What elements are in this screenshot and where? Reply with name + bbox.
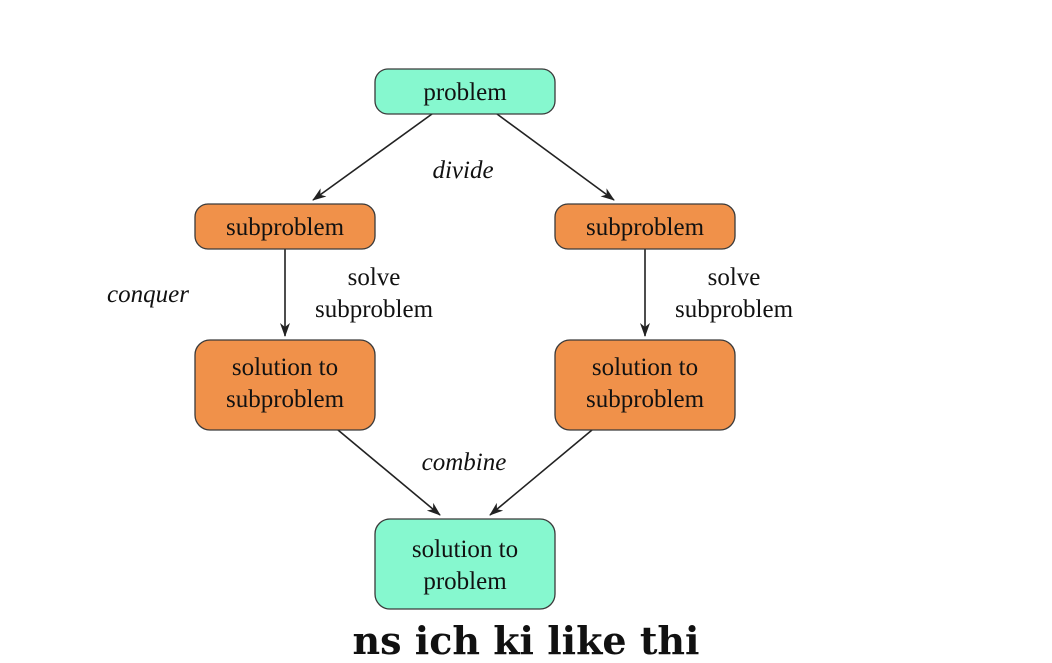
right-solution-node-box bbox=[554, 339, 736, 431]
divide-label: divide bbox=[432, 157, 493, 184]
edge-left-solution-to-final-solution bbox=[337, 429, 441, 516]
problem-node-box bbox=[374, 68, 556, 115]
problem-node-label: problem bbox=[423, 79, 507, 106]
final-solution-node-line-1: solution to bbox=[412, 536, 518, 563]
right-solve-label-line-2: subproblem bbox=[675, 296, 794, 323]
right-solution-node: solution to subproblem bbox=[554, 339, 736, 431]
cropped-footer-text: ns ich ki like thi bbox=[352, 618, 700, 663]
left-subproblem-node-label: subproblem bbox=[226, 214, 345, 241]
divide-and-conquer-diagram: problem subproblem subproblem solution t… bbox=[107, 68, 794, 610]
problem-node: problem bbox=[374, 68, 556, 115]
left-subproblem-node-box bbox=[194, 203, 376, 250]
left-solution-node-line-2: subproblem bbox=[226, 386, 345, 413]
edge-problem-to-left-subproblem bbox=[312, 113, 433, 201]
right-subproblem-node: subproblem bbox=[554, 203, 736, 250]
right-solution-node-line-1: solution to bbox=[592, 354, 698, 381]
edge-problem-to-right-subproblem bbox=[496, 113, 615, 201]
left-solution-node-line-1: solution to bbox=[232, 354, 338, 381]
left-solution-node: solution to subproblem bbox=[194, 339, 376, 431]
left-solution-node-box bbox=[194, 339, 376, 431]
conquer-label: conquer bbox=[107, 281, 189, 308]
left-solve-label-line-2: subproblem bbox=[315, 296, 434, 323]
right-solution-node-line-2: subproblem bbox=[586, 386, 705, 413]
right-subproblem-node-label: subproblem bbox=[586, 214, 705, 241]
left-solve-label-line-1: solve bbox=[348, 264, 401, 291]
final-solution-node-line-2: problem bbox=[423, 568, 507, 595]
right-solve-label-line-1: solve bbox=[708, 264, 761, 291]
final-solution-node: solution to problem bbox=[374, 518, 556, 610]
combine-label: combine bbox=[422, 449, 507, 476]
left-subproblem-node: subproblem bbox=[194, 203, 376, 250]
final-solution-node-box bbox=[374, 518, 556, 610]
right-subproblem-node-box bbox=[554, 203, 736, 250]
edge-right-solution-to-final-solution bbox=[489, 429, 593, 516]
